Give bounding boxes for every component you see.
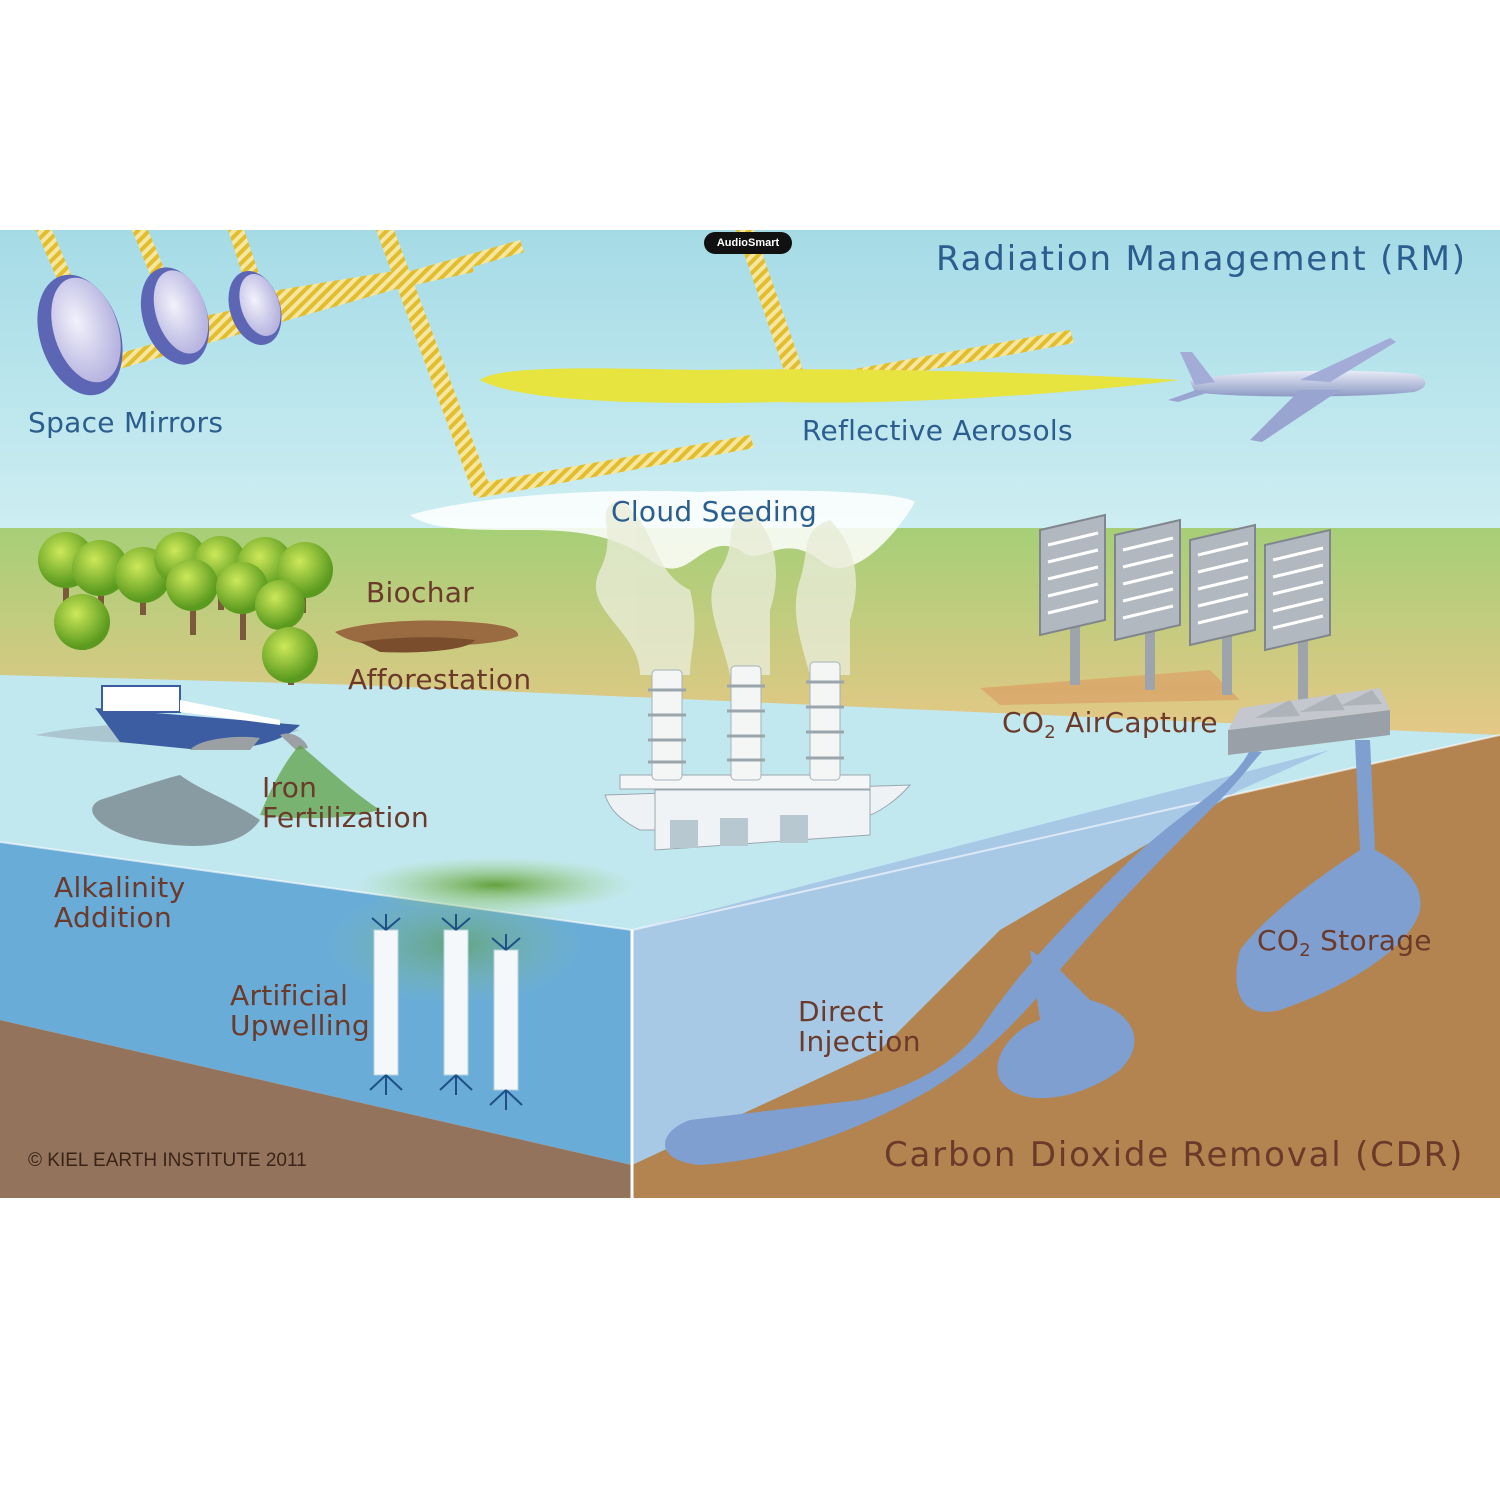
copyright-notice: © KIEL EARTH INSTITUTE 2011 <box>28 1150 307 1171</box>
label-direct-injection: Direct Injection <box>798 995 921 1058</box>
label-cloud-seeding: Cloud Seeding <box>611 495 818 528</box>
geoengineering-diagram: AudioSmart Radiation Management (RM) Car… <box>0 230 1500 1198</box>
label-alkalinity-addition: Alkalinity Addition <box>54 871 186 934</box>
ocean-right-water <box>632 750 1330 1165</box>
upwelling-pipes <box>369 914 523 1110</box>
aerosol-cloud <box>480 368 1180 403</box>
airplane <box>1168 338 1426 442</box>
label-space-mirrors: Space Mirrors <box>28 406 224 439</box>
ship-platform <box>604 661 912 851</box>
diagram-illustration <box>0 230 1500 1198</box>
trees <box>38 532 333 685</box>
label-iron-fertilization: Iron Fertilization <box>262 771 430 834</box>
fertilization-boat <box>35 685 380 846</box>
label-co2-storage: CO2 Storage <box>1257 924 1432 962</box>
label-reflective-aerosols: Reflective Aerosols <box>802 414 1073 447</box>
air-capture-panels <box>980 513 1390 755</box>
seabed <box>0 1020 632 1198</box>
audiosmart-badge: AudioSmart <box>704 232 792 254</box>
rm-title: Radiation Management (RM) <box>936 239 1467 279</box>
co2-pipe-right <box>1236 740 1421 1012</box>
label-afforestation: Afforestation <box>348 663 532 696</box>
earth-right <box>632 735 1500 1198</box>
co2-pipe-left <box>665 750 1262 1165</box>
cdr-title: Carbon Dioxide Removal (CDR) <box>884 1135 1465 1175</box>
seeding-cloud <box>410 490 915 569</box>
biochar-logs <box>335 620 519 653</box>
co2-storage-lower <box>997 950 1135 1099</box>
label-biochar: Biochar <box>366 576 475 609</box>
label-co2-aircapture: CO2 AirCapture <box>1002 706 1218 744</box>
label-artificial-upwelling: Artificial Upwelling <box>230 979 370 1042</box>
space-mirrors <box>37 267 282 396</box>
smoke-plumes <box>595 500 856 675</box>
